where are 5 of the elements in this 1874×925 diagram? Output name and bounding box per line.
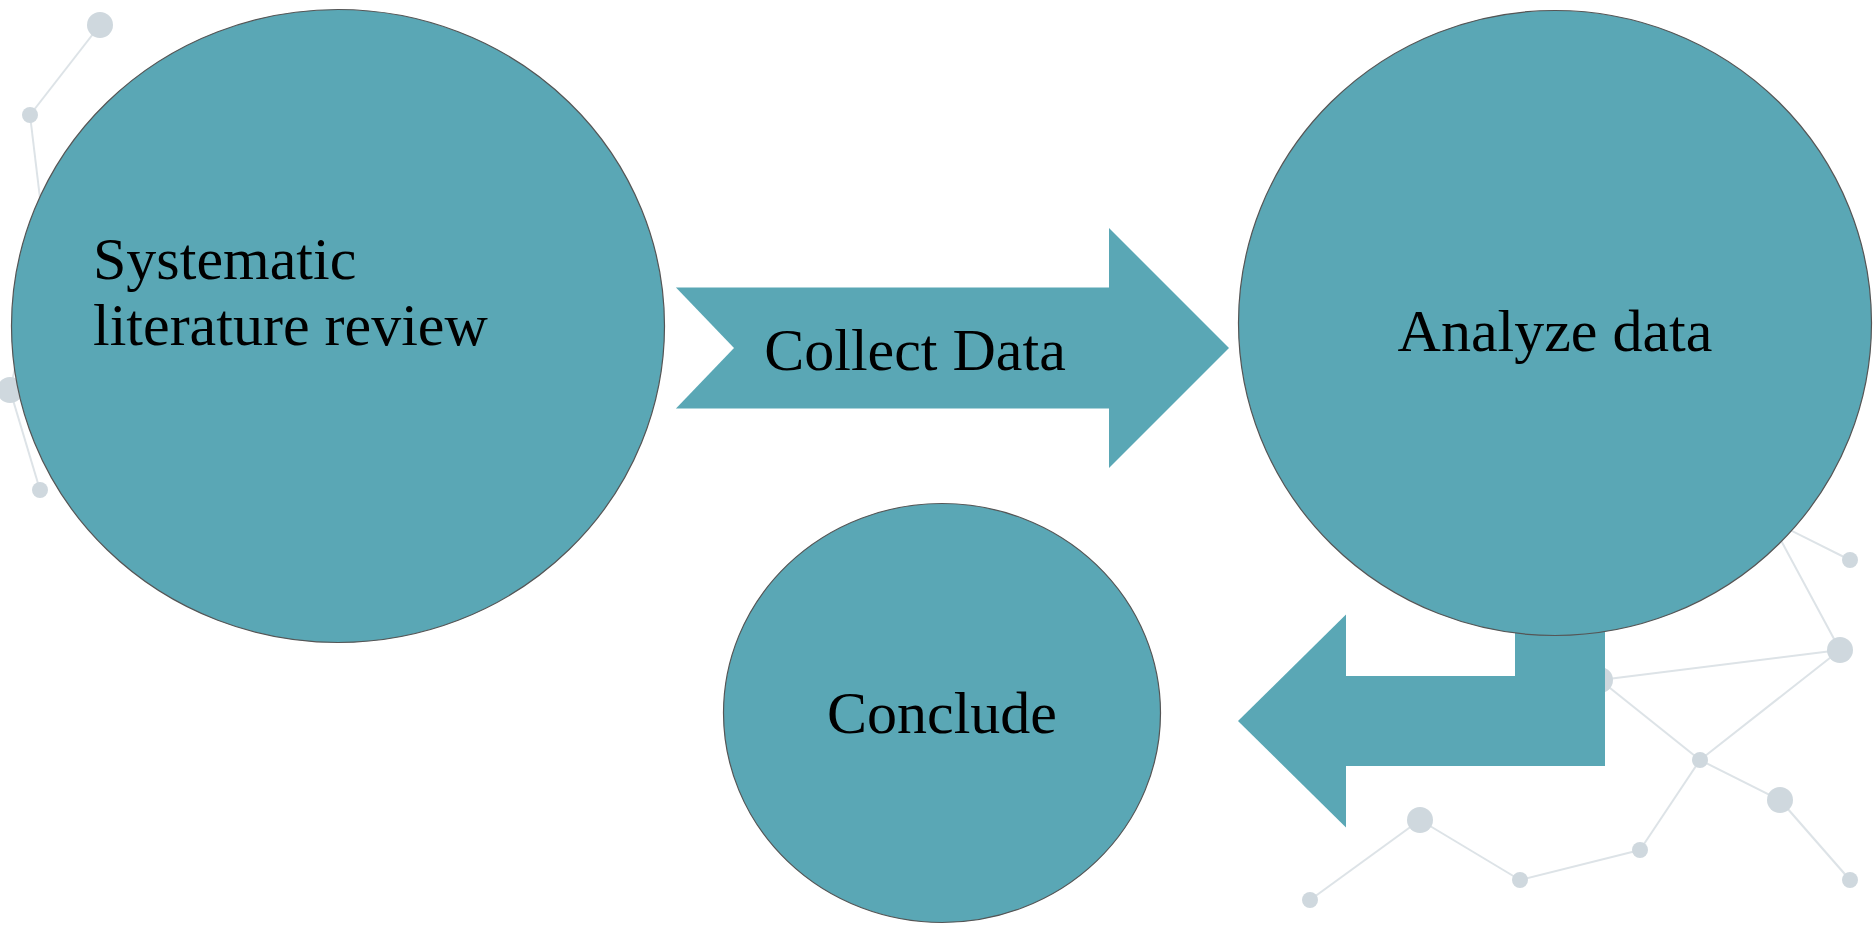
edge-label: Collect Data xyxy=(763,317,1067,383)
block-arrow xyxy=(676,228,1229,468)
step-label: Systematic literature review xyxy=(93,226,489,358)
step-label: Conclude xyxy=(826,680,1058,746)
step-label: Analyze data xyxy=(1396,298,1714,364)
